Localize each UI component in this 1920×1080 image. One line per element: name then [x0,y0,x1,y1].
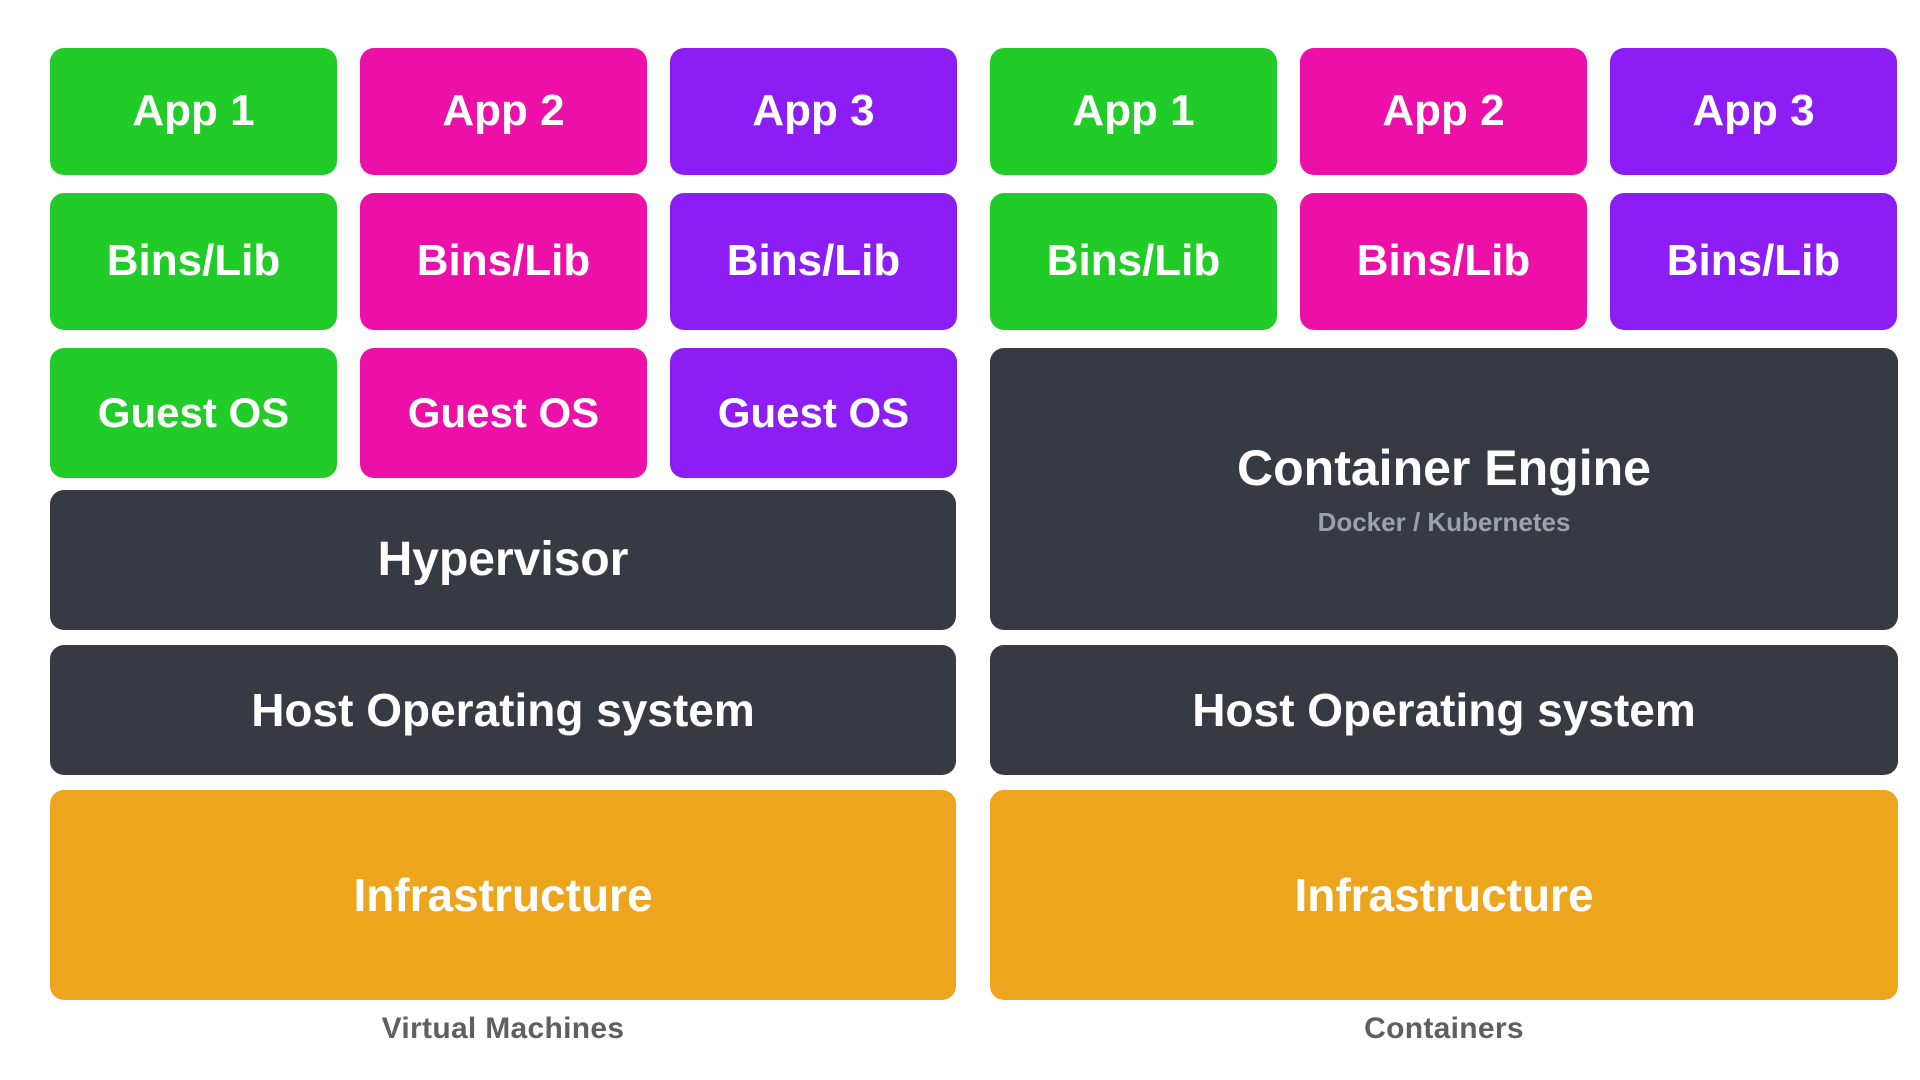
containers-column: App 1 App 2 App 3 Bins/Lib Bins/Lib Bins… [990,0,1898,1080]
container-app-3-label: App 3 [1692,86,1815,136]
container-bins-lib-3-label: Bins/Lib [1666,236,1841,286]
vm-app-3-label: App 3 [752,86,875,136]
container-app-1-label: App 1 [1072,86,1195,136]
vm-guest-os-3-label: Guest OS [717,388,910,436]
vm-app-2-box[interactable]: App 2 [360,48,647,175]
vm-guest-os-1-label: Guest OS [97,388,290,436]
vm-hypervisor-label: Hypervisor [377,532,629,586]
vm-infrastructure-label: Infrastructure [353,868,653,921]
container-infrastructure-label: Infrastructure [1294,868,1594,921]
vm-guest-os-3-box[interactable]: Guest OS [670,348,957,478]
virtual-machines-column: App 1 App 2 App 3 Bins/Lib Bins/Lib Bins… [50,0,957,1080]
vm-bins-lib-3-label: Bins/Lib [726,236,901,286]
containers-column-caption: Containers [1364,1012,1524,1045]
vm-bins-lib-1-box[interactable]: Bins/Lib [50,193,337,330]
container-bins-lib-2-box[interactable]: Bins/Lib [1300,193,1587,330]
container-engine-box[interactable]: Container Engine Docker / Kubernetes [990,348,1898,630]
vm-app-2-label: App 2 [442,86,565,136]
vm-host-os-box[interactable]: Host Operating system [50,645,956,775]
vm-hypervisor-box[interactable]: Hypervisor [50,490,956,630]
vm-app-3-box[interactable]: App 3 [670,48,957,175]
container-host-os-box[interactable]: Host Operating system [990,645,1898,775]
container-engine-title: Container Engine [1237,440,1651,497]
container-app-3-box[interactable]: App 3 [1610,48,1897,175]
vm-app-1-box[interactable]: App 1 [50,48,337,175]
container-app-2-box[interactable]: App 2 [1300,48,1587,175]
vm-bins-lib-1-label: Bins/Lib [106,236,281,286]
vm-guest-os-1-box[interactable]: Guest OS [50,348,337,478]
vm-host-os-label: Host Operating system [251,683,755,736]
container-bins-lib-1-label: Bins/Lib [1046,236,1221,286]
vm-guest-os-2-label: Guest OS [407,388,600,436]
container-bins-lib-3-box[interactable]: Bins/Lib [1610,193,1897,330]
vm-bins-lib-2-box[interactable]: Bins/Lib [360,193,647,330]
container-infrastructure-box[interactable]: Infrastructure [990,790,1898,1000]
vm-bins-lib-2-label: Bins/Lib [416,236,591,286]
vm-app-1-label: App 1 [132,86,255,136]
container-bins-lib-1-box[interactable]: Bins/Lib [990,193,1277,330]
container-engine-subtitle: Docker / Kubernetes [1317,506,1571,537]
container-app-2-label: App 2 [1382,86,1505,136]
container-bins-lib-2-label: Bins/Lib [1356,236,1531,286]
vm-bins-lib-3-box[interactable]: Bins/Lib [670,193,957,330]
container-host-os-label: Host Operating system [1192,683,1696,736]
container-app-1-box[interactable]: App 1 [990,48,1277,175]
vm-guest-os-2-box[interactable]: Guest OS [360,348,647,478]
vm-column-caption: Virtual Machines [381,1012,625,1045]
vm-infrastructure-box[interactable]: Infrastructure [50,790,956,1000]
